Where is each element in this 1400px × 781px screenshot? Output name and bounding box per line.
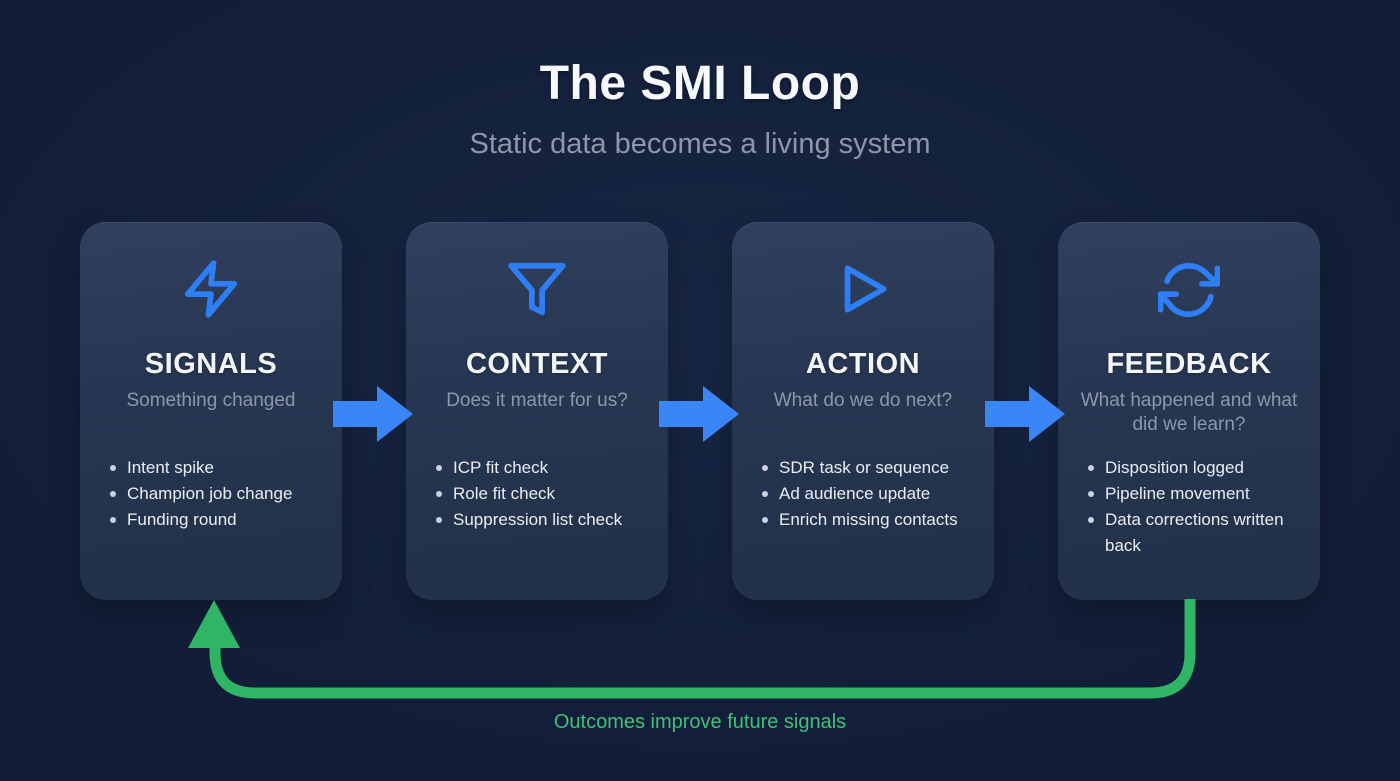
bullet-text: Enrich missing contacts <box>779 510 958 529</box>
list-item: Champion job change <box>110 481 332 507</box>
card-context: CONTEXT Does it matter for us? ICP fit c… <box>406 222 668 600</box>
bullet-text: Role fit check <box>453 484 556 503</box>
card-feedback-subtitle: What happened and what did we learn? <box>1080 390 1298 435</box>
bullet-dot <box>762 491 768 497</box>
list-item: SDR task or sequence <box>762 455 984 481</box>
card-context-title: CONTEXT <box>465 348 609 380</box>
refresh-icon <box>1158 258 1220 320</box>
bullet-dot <box>436 465 442 471</box>
bullet-dot <box>110 465 116 471</box>
card-action-title: ACTION <box>805 348 921 380</box>
play-icon <box>832 258 894 320</box>
arrow-action-to-feedback-icon <box>985 386 1065 442</box>
bullet-dot <box>436 517 442 523</box>
page-subtitle: Static data becomes a living system <box>469 128 931 160</box>
list-item: Funding round <box>110 507 332 533</box>
bullet-text: Pipeline movement <box>1105 484 1250 503</box>
funnel-icon <box>506 258 568 320</box>
card-action-bullets: SDR task or sequence Ad audience update … <box>732 455 994 533</box>
bullet-text: SDR task or sequence <box>779 458 950 477</box>
list-item: Pipeline movement <box>1088 481 1310 507</box>
list-item: Ad audience update <box>762 481 984 507</box>
lightning-icon <box>180 258 242 320</box>
arrow-context-to-action-icon <box>659 386 739 442</box>
card-signals-bullets: Intent spike Champion job change Funding… <box>80 455 342 533</box>
card-signals: SIGNALS Something changed Intent spike C… <box>80 222 342 600</box>
list-item: Suppression list check <box>436 507 658 533</box>
bullet-text: Intent spike <box>127 458 214 477</box>
card-feedback-bullets: Disposition logged Pipeline movement Dat… <box>1058 455 1320 559</box>
bullet-text: Funding round <box>127 510 237 529</box>
list-item: ICP fit check <box>436 455 658 481</box>
card-context-bullets: ICP fit check Role fit check Suppression… <box>406 455 668 533</box>
bullet-text: Disposition logged <box>1105 458 1244 477</box>
bullet-text: ICP fit check <box>453 458 549 477</box>
card-signals-subtitle: Something changed <box>126 390 296 411</box>
list-item: Data corrections written back <box>1088 507 1310 559</box>
bullet-text: Suppression list check <box>453 510 623 529</box>
bullet-dot <box>762 465 768 471</box>
bullet-dot <box>110 491 116 497</box>
bullet-dot <box>436 491 442 497</box>
arrow-signals-to-context-icon <box>333 386 413 442</box>
bullet-dot <box>110 517 116 523</box>
bullet-text: Data corrections written back <box>1105 510 1284 555</box>
card-feedback: FEEDBACK What happened and what did we l… <box>1058 222 1320 600</box>
list-item: Intent spike <box>110 455 332 481</box>
bullet-dot <box>1088 491 1094 497</box>
card-context-subtitle: Does it matter for us? <box>446 390 628 411</box>
bullet-text: Ad audience update <box>779 484 931 503</box>
card-action-subtitle: What do we do next? <box>773 390 953 411</box>
feedback-loop-label: Outcomes improve future signals <box>553 711 847 733</box>
bullet-dot <box>762 517 768 523</box>
list-item: Disposition logged <box>1088 455 1310 481</box>
list-item: Enrich missing contacts <box>762 507 984 533</box>
card-action: ACTION What do we do next? SDR task or s… <box>732 222 994 600</box>
list-item: Role fit check <box>436 481 658 507</box>
bullet-dot <box>1088 465 1094 471</box>
bullet-dot <box>1088 517 1094 523</box>
bullet-text: Champion job change <box>127 484 293 503</box>
card-feedback-title: FEEDBACK <box>1106 348 1272 380</box>
page-title: The SMI Loop <box>539 57 861 110</box>
card-signals-title: SIGNALS <box>144 348 278 380</box>
